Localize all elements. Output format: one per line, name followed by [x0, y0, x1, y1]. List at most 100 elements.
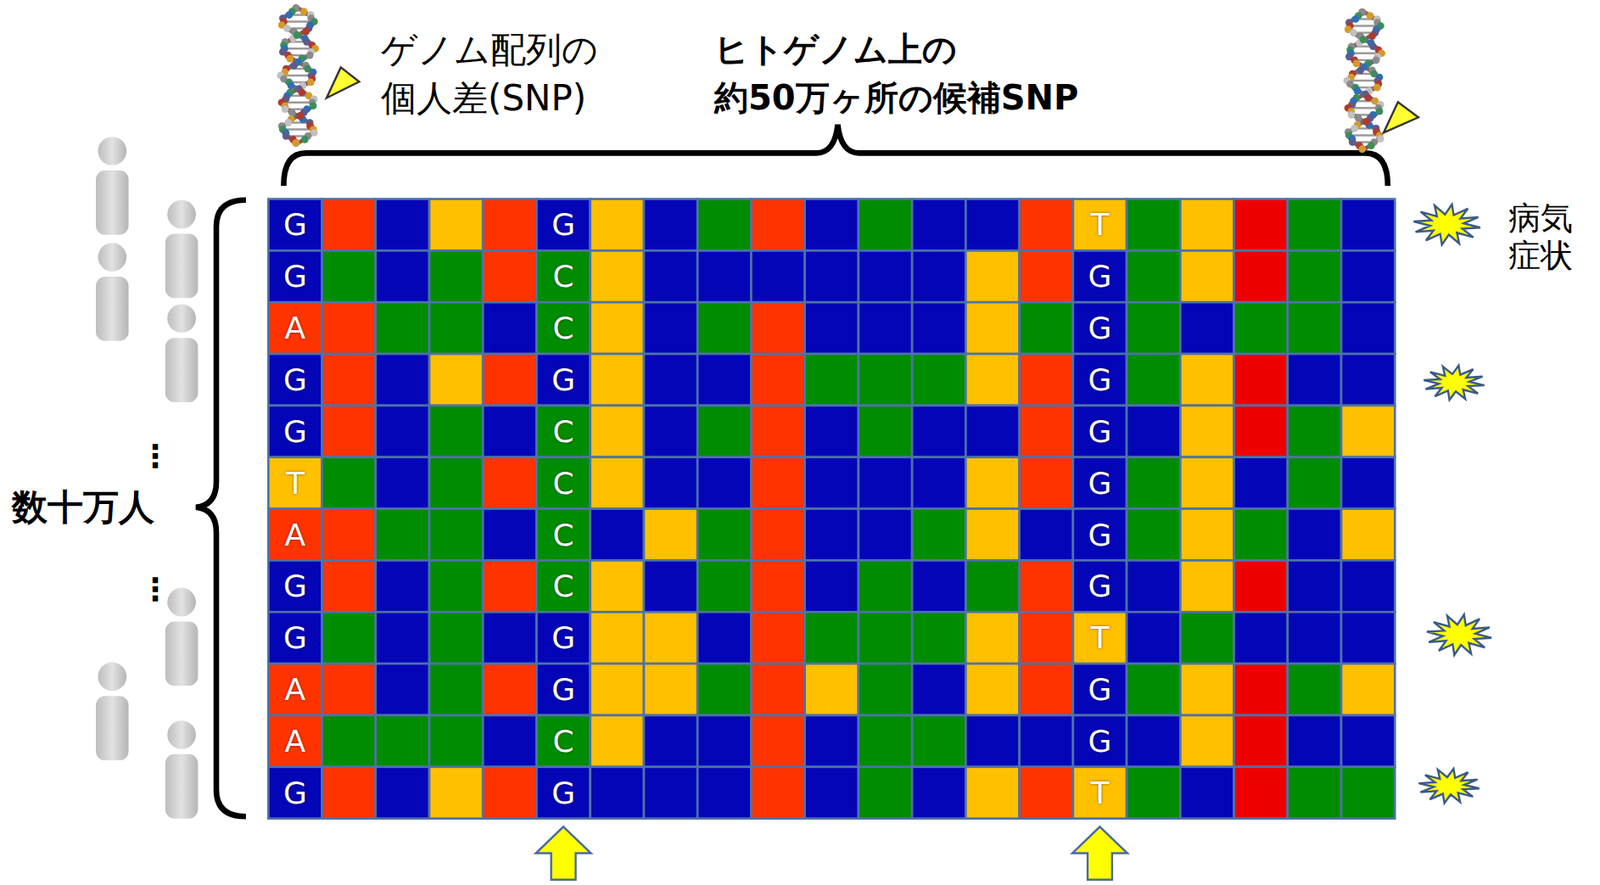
symptom-burst — [1413, 204, 1480, 246]
snp-cell — [1073, 766, 1127, 819]
snp-cell — [482, 302, 537, 354]
snp-cell — [1126, 663, 1181, 716]
helix-atom — [282, 132, 291, 140]
snp-cell — [1019, 353, 1074, 406]
people-icons — [95, 136, 198, 818]
illustration-layer — [95, 4, 1492, 880]
snp-cell — [482, 457, 537, 510]
snp-cell — [750, 663, 805, 716]
snp-cell — [1126, 611, 1181, 664]
snp-cell — [482, 199, 537, 252]
snp-cell — [268, 611, 322, 664]
snp-cell — [429, 405, 483, 458]
snp-cell — [482, 250, 537, 303]
snp-cell — [537, 611, 591, 664]
snp-cell — [1234, 715, 1288, 767]
snp-cell — [1234, 199, 1288, 252]
ellipsis-dots: ⋮ — [139, 574, 171, 605]
helix-atom — [1367, 141, 1376, 150]
snp-cell — [1073, 457, 1127, 510]
snp-cell — [322, 611, 376, 664]
snp-base: C — [537, 405, 591, 458]
snp-cell — [750, 559, 805, 612]
snp-cell — [911, 611, 966, 664]
snp-cell — [1180, 302, 1234, 354]
snp-cell — [429, 457, 483, 510]
snp-cell — [1073, 250, 1127, 303]
symptom-burst — [1418, 768, 1479, 803]
snp-base: G — [268, 199, 322, 252]
snp-cell — [1019, 663, 1074, 716]
helix-atom — [309, 101, 318, 110]
snp-grid — [268, 199, 1395, 819]
disease-label: 病気 症状 — [1508, 200, 1585, 275]
snp-base: G — [1073, 353, 1127, 406]
snp-cell — [697, 457, 751, 510]
snp-cell — [697, 250, 751, 303]
person-head — [97, 136, 127, 166]
snp-base: G — [268, 766, 322, 819]
snp-cell — [750, 250, 805, 303]
snp-cell — [858, 405, 912, 458]
snp-cell — [643, 199, 698, 252]
snp-cell — [911, 509, 966, 561]
snp-cell — [1073, 611, 1127, 664]
snp-cell — [965, 250, 1019, 303]
ellipsis-dots: ⋮ — [139, 441, 171, 472]
snp-cell — [375, 509, 430, 561]
dna-helix-right — [1342, 8, 1386, 153]
snp-cell — [268, 663, 322, 716]
snp-cell — [911, 250, 966, 303]
snp-base: G — [1073, 302, 1127, 354]
helix-atom — [1368, 32, 1377, 40]
snp-cell — [911, 663, 966, 716]
snp-cell — [1126, 766, 1181, 819]
snp-cell — [1341, 663, 1395, 716]
snp-cell — [750, 199, 805, 252]
highlight-arrow — [1072, 826, 1128, 880]
snp-base: G — [1073, 405, 1127, 458]
snp-cell — [1234, 509, 1288, 561]
snp-base: T — [1073, 199, 1127, 252]
helix-atom — [1376, 134, 1385, 143]
snp-cell — [1073, 353, 1127, 406]
snp-cell — [1234, 559, 1288, 612]
snp-cell — [805, 250, 859, 303]
snp-cell — [537, 663, 591, 716]
snp-cell — [590, 559, 644, 612]
snp-base: C — [537, 250, 591, 303]
helix-strand — [282, 8, 314, 144]
snp-cell — [1341, 766, 1395, 819]
snp-cell — [911, 405, 966, 458]
person-head — [167, 200, 196, 230]
snp-cell — [1341, 559, 1395, 612]
person-body — [95, 170, 129, 235]
snp-cell — [482, 611, 537, 664]
helix-atom — [1349, 28, 1358, 37]
snp-cell — [1019, 457, 1074, 510]
snp-cell — [375, 405, 430, 458]
snp-cell — [537, 715, 591, 767]
snp-cell — [911, 457, 966, 510]
snp-base: G — [1073, 457, 1127, 510]
snp-cell — [750, 302, 805, 354]
snp-cell — [805, 353, 859, 406]
snp-cell — [1019, 250, 1074, 303]
snp-cell — [911, 715, 966, 767]
snp-base: G — [268, 559, 322, 612]
snp-cell — [1180, 353, 1234, 406]
snp-cell — [911, 766, 966, 819]
helix-atom — [283, 24, 291, 33]
snp-cell — [1126, 405, 1181, 458]
person-body — [165, 233, 198, 298]
snp-cell — [858, 250, 912, 303]
snp-cell — [1126, 457, 1181, 510]
helix-atom — [302, 27, 310, 36]
snp-cell — [643, 509, 698, 561]
helix-atom — [306, 51, 314, 60]
helix-atom — [290, 61, 298, 70]
snp-cell — [590, 611, 644, 664]
